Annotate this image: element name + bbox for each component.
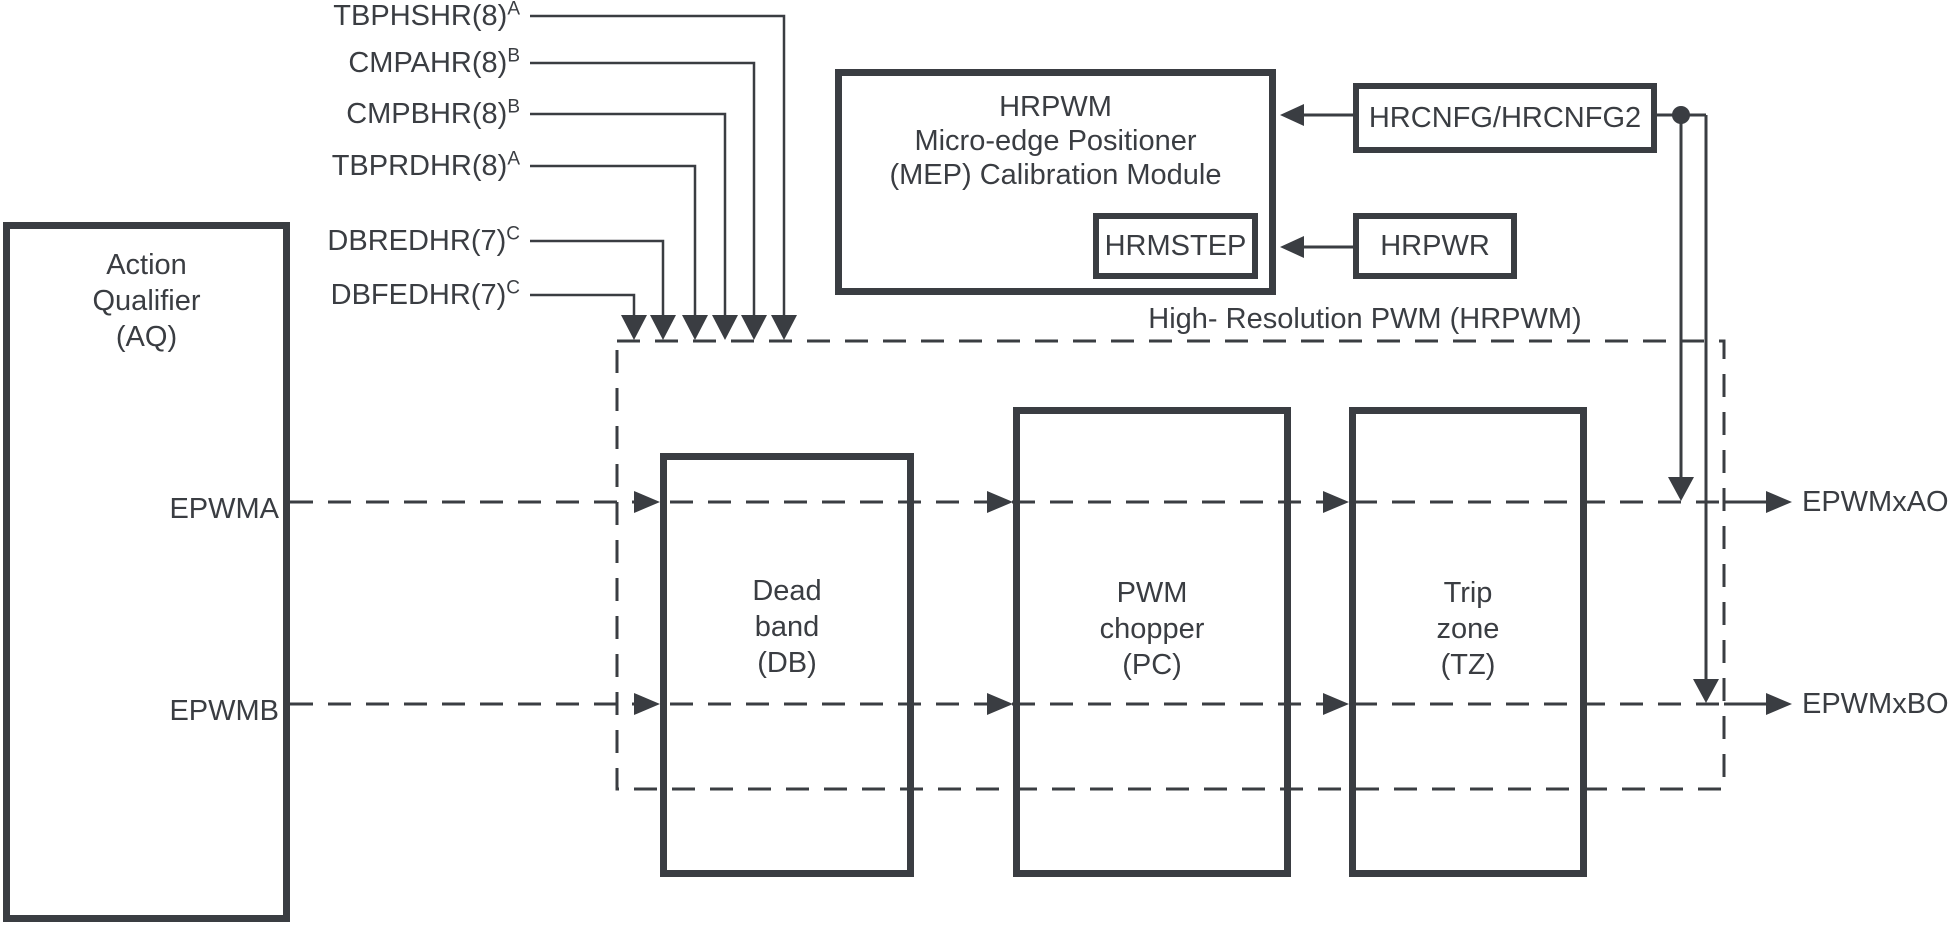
- tbphshr-connector: [530, 14, 786, 316]
- hrpwm-region-title: High- Resolution PWM (HRPWM): [1148, 303, 1582, 335]
- mep-calibration-module-box: HRPWM Micro-edge Positioner (MEP) Calibr…: [835, 69, 1276, 295]
- left-arrowhead: [1280, 236, 1304, 258]
- epwmxbo-output-label: EPWMxBO: [1802, 688, 1949, 720]
- down-arrowhead: [741, 315, 767, 340]
- right-arrowhead: [987, 491, 1013, 513]
- down-arrowhead: [771, 315, 797, 340]
- register-name: TBPRDHR(8): [331, 150, 508, 182]
- action-qualifier-box: Action Qualifier (AQ) EPWMA EPWMB: [3, 222, 290, 922]
- register-name: TBPHSHR(8): [333, 0, 508, 32]
- register-footnote: C: [506, 223, 520, 245]
- register-label-dbredhr: DBREDHR(7)C: [270, 223, 520, 257]
- trip-zone-box: Trip zone (TZ): [1349, 407, 1587, 877]
- dead-band-box: Dead band (DB): [660, 453, 914, 877]
- down-arrowhead: [621, 315, 647, 340]
- register-name: CMPAHR(8): [348, 47, 508, 79]
- pwm-chopper-label: PWM chopper (PC): [1099, 577, 1205, 681]
- down-arrowhead: [650, 315, 676, 340]
- right-arrowhead: [1323, 491, 1349, 513]
- register-label-dbfedhr: DBFEDHR(7)C: [270, 277, 520, 311]
- epwmb-port-label: EPWMB: [169, 695, 279, 727]
- down-arrowhead: [712, 315, 738, 340]
- right-arrowhead: [1766, 693, 1792, 715]
- register-name: DBFEDHR(7): [330, 279, 507, 311]
- register-footnote: C: [506, 277, 520, 299]
- action-qualifier-label: Action Qualifier (AQ): [92, 249, 201, 353]
- epwma-port-label: EPWMA: [169, 493, 279, 525]
- right-arrowhead: [1323, 693, 1349, 715]
- down-arrowhead: [682, 315, 708, 340]
- register-footnote: B: [507, 96, 520, 118]
- right-arrowhead: [987, 693, 1013, 715]
- right-arrowhead: [1766, 491, 1792, 513]
- tbprdhr-connector: [530, 164, 697, 316]
- hrcnfg-to-mep-arrow: [1280, 104, 1353, 126]
- right-arrowhead: [634, 491, 660, 513]
- dbfedhr-connector: [530, 293, 636, 316]
- register-connector-lines: [530, 14, 797, 340]
- register-name: DBREDHR(7): [327, 225, 507, 257]
- register-label-tbphshr: TBPHSHR(8)A: [270, 0, 520, 32]
- cmpbhr-connector: [530, 112, 727, 316]
- pwm-chopper-box: PWM chopper (PC): [1013, 407, 1291, 877]
- hrpwr-to-hrmstep-arrow: [1280, 236, 1353, 258]
- register-label-cmpbhr: CMPBHR(8)B: [270, 96, 520, 130]
- register-footnote: A: [507, 0, 520, 20]
- hrcnfg-junction: [1657, 106, 1719, 703]
- left-arrowhead: [1280, 104, 1304, 126]
- hrpwr-box: HRPWR: [1353, 213, 1517, 279]
- hrmstep-box: HRMSTEP: [1093, 213, 1258, 279]
- junction-dot: [1672, 106, 1690, 124]
- down-arrowhead: [1668, 477, 1694, 501]
- right-arrowhead: [634, 693, 660, 715]
- mep-calibration-module-label: HRPWM Micro-edge Positioner (MEP) Calibr…: [889, 91, 1222, 191]
- down-arrowhead: [1693, 679, 1719, 703]
- epwmxao-output-label: EPWMxAO: [1802, 486, 1949, 518]
- register-footnote: B: [507, 45, 520, 67]
- register-label-tbprdhr: TBPRDHR(8)A: [270, 148, 520, 182]
- register-label-cmpahr: CMPAHR(8)B: [270, 45, 520, 79]
- dbredhr-connector: [530, 239, 665, 316]
- hrpwr-label: HRPWR: [1380, 230, 1490, 262]
- register-footnote: A: [507, 148, 520, 170]
- register-name: CMPBHR(8): [346, 98, 508, 130]
- hrcnfg-label: HRCNFG/HRCNFG2: [1368, 102, 1642, 134]
- trip-zone-label: Trip zone (TZ): [1436, 577, 1500, 681]
- dead-band-label: Dead band (DB): [752, 575, 822, 679]
- hrmstep-label: HRMSTEP: [1104, 230, 1247, 262]
- cmpahr-connector: [530, 61, 756, 316]
- hrcnfg-box: HRCNFG/HRCNFG2: [1353, 83, 1657, 153]
